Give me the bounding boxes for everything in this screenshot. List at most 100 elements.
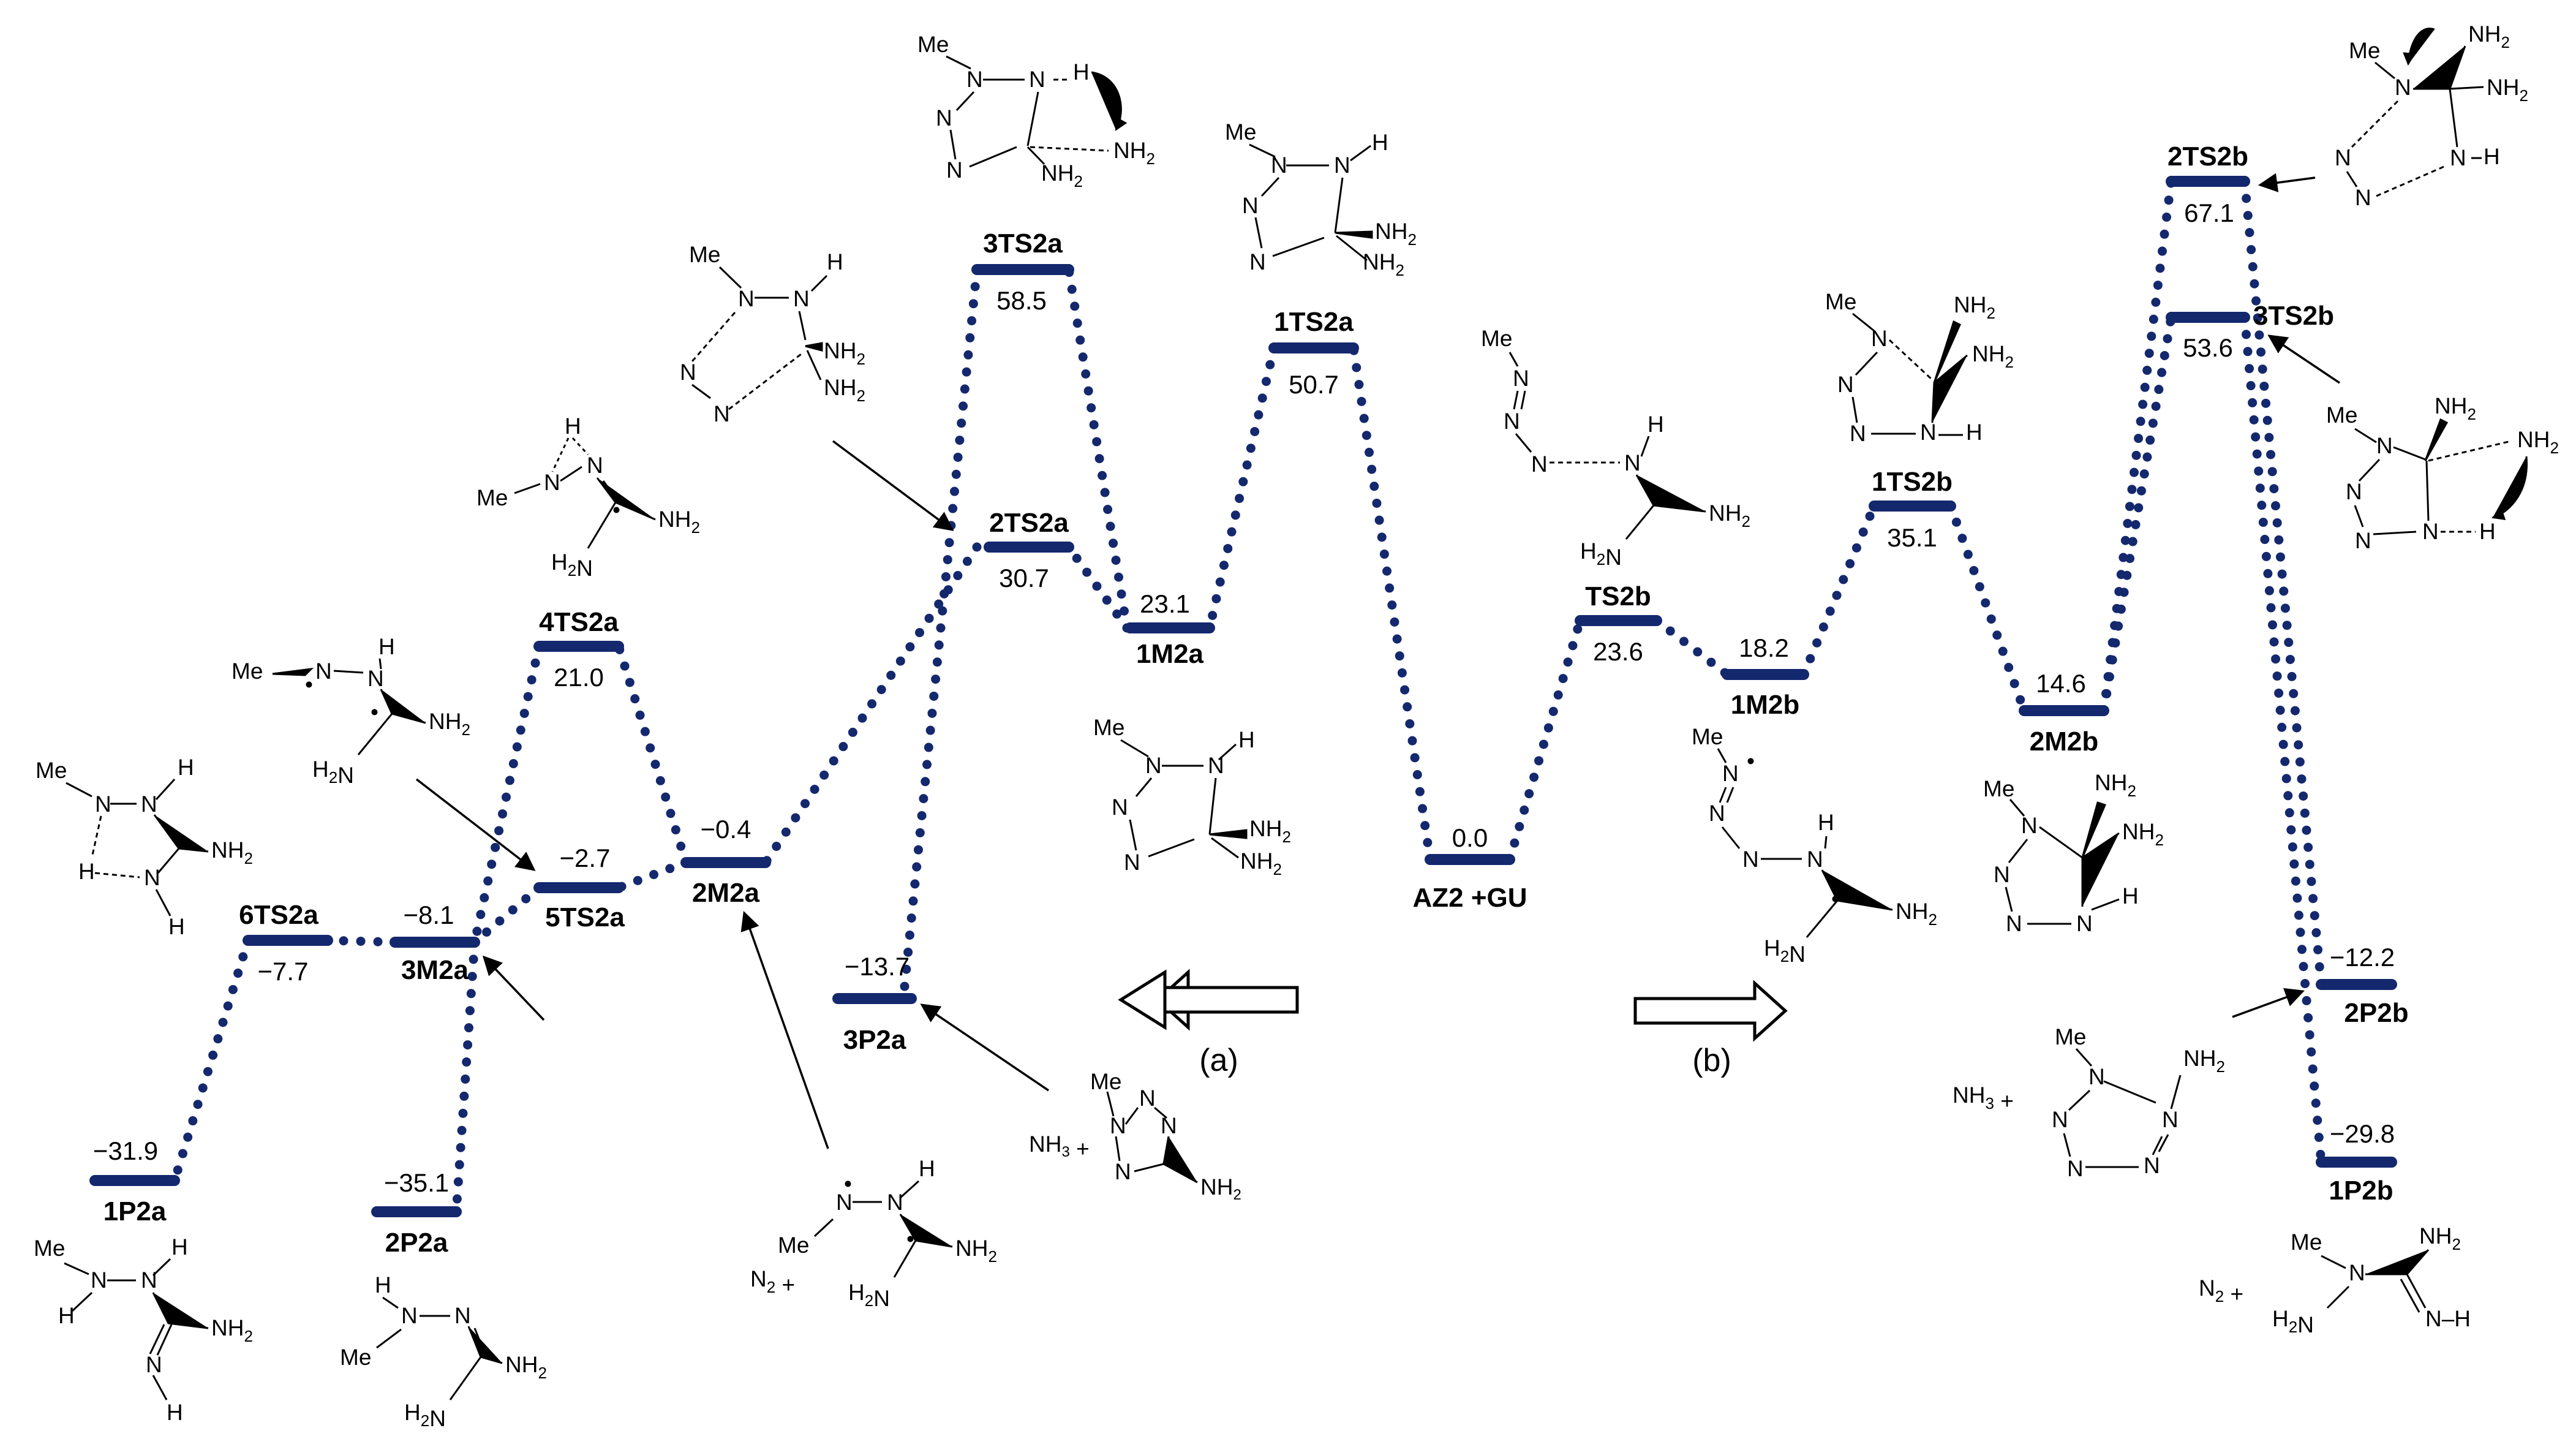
pointer-to-2p2b: [2232, 988, 2305, 1018]
pathway-b-arrow: [1633, 980, 1788, 1042]
structure-1p2a: Me N N H H NH2 N H: [34, 1234, 253, 1425]
energy-az2: 0.0: [1452, 823, 1488, 852]
svg-text:N: N: [738, 286, 755, 311]
state-name-3ts2b: 3TS2b: [2253, 301, 2334, 331]
svg-text:N: N: [2076, 911, 2093, 936]
svg-text:H: H: [1818, 810, 1834, 835]
svg-text:H: H: [378, 634, 395, 659]
connector-3ts2a-3p2a: [898, 265, 982, 1003]
svg-text:NH2: NH2: [2183, 1046, 2225, 1076]
svg-text:N: N: [680, 360, 696, 385]
state-name-az2: AZ2 +GU: [1412, 883, 1527, 913]
svg-text:Me: Me: [2291, 1230, 2322, 1255]
svg-text:H: H: [565, 414, 581, 439]
connector-1m2a-3ts2a: [1064, 265, 1132, 633]
energy-1p2b: −29.8: [2330, 1119, 2395, 1148]
connector-az2-ts2b: [1505, 616, 1585, 864]
svg-text:N: N: [1124, 850, 1140, 875]
svg-text:Me: Me: [1481, 326, 1512, 351]
svg-text:N: N: [1334, 153, 1350, 178]
svg-text:NH2: NH2: [1240, 848, 1282, 878]
svg-text:Me: Me: [2349, 38, 2380, 63]
svg-text:NH2: NH2: [2122, 819, 2164, 849]
svg-text:N: N: [1850, 421, 1866, 446]
svg-text:NH2: NH2: [1113, 138, 1155, 168]
connector-6ts2a-1p2a: [170, 935, 253, 1185]
svg-text:N: N: [2006, 911, 2022, 936]
svg-text:NH2: NH2: [1041, 161, 1083, 191]
state-name-3m2a: 3M2a: [401, 955, 469, 985]
reaction-path-connectors: [170, 176, 2326, 1217]
structure-6ts2a: Me N N H H N H NH2: [36, 755, 253, 939]
energy-2m2b: 14.6: [2036, 669, 2086, 698]
state-name-1p2b: 1P2b: [2329, 1176, 2393, 1206]
svg-text:H: H: [171, 1234, 188, 1260]
pathway-a-label: (a): [1199, 1043, 1238, 1078]
svg-text:H: H: [178, 755, 194, 780]
svg-text:N: N: [2355, 185, 2371, 210]
svg-text:N: N: [2422, 519, 2439, 544]
svg-text:N: N: [1994, 862, 2010, 887]
structure-1ts2b: Me N N N N H NH2 NH2: [1825, 289, 2014, 446]
svg-text:H2N: H2N: [848, 1280, 890, 1311]
svg-text:N: N: [2355, 528, 2371, 553]
structure-2ts2b: Me N NH2 NH2 N N N H: [2335, 21, 2528, 210]
svg-text:N: N: [2346, 479, 2362, 504]
pointer-to-3m2a: [482, 955, 545, 1021]
energy-2ts2b: 67.1: [2184, 198, 2234, 227]
svg-text:N: N: [2088, 1064, 2105, 1089]
svg-text:N: N: [1807, 847, 1823, 872]
state-name-1m2a: 1M2a: [1136, 639, 1204, 669]
state-name-ts2b: TS2b: [1585, 581, 1651, 611]
state-name-2p2a: 2P2a: [385, 1228, 448, 1258]
svg-text:H2N: H2N: [312, 757, 354, 788]
energy-3m2a: −8.1: [404, 901, 454, 929]
connector-1m2a-2ts2a: [1064, 542, 1132, 633]
svg-text:N: N: [936, 105, 952, 130]
energy-3ts2b: 53.6: [2183, 333, 2233, 362]
state-name-3p2a: 3P2a: [843, 1025, 906, 1055]
svg-text:N: N: [1504, 409, 1520, 434]
pointer-to-5ts2a: [415, 778, 536, 871]
energy-1p2a: −31.9: [93, 1136, 158, 1165]
structure-1ts2a: Me N N H N N NH2 NH2: [1225, 119, 1417, 279]
structure-5ts2a: Me N H N NH2 H2N • •: [232, 634, 470, 788]
state-name-6ts2a: 6TS2a: [239, 900, 318, 930]
svg-text:NH2: NH2: [824, 375, 865, 405]
svg-text:N: N: [1242, 193, 1259, 218]
svg-text:Me: Me: [34, 1236, 65, 1261]
state-name-1p2a: 1P2a: [104, 1196, 167, 1226]
energy-6ts2a: −7.7: [258, 957, 309, 986]
svg-text:N: N: [367, 666, 384, 691]
svg-text:NH2: NH2: [2095, 770, 2136, 800]
connector-3m2a-6ts2a: [323, 935, 400, 947]
svg-text:N: N: [2349, 1260, 2365, 1285]
svg-text:N: N: [887, 1190, 903, 1215]
state-name-1ts2b: 1TS2b: [1872, 467, 1953, 497]
state-name-1ts2a: 1TS2a: [1274, 307, 1354, 337]
connector-3m2a-2p2a: [451, 937, 480, 1217]
energy-1m2a: 23.1: [1140, 589, 1190, 618]
svg-text:N: N: [2450, 145, 2466, 170]
svg-text:NH2: NH2: [658, 507, 700, 537]
connector-1ts2b-2m2b: [1946, 501, 2029, 716]
svg-text:N: N: [95, 792, 111, 817]
energy-1ts2b: 35.1: [1887, 523, 1937, 552]
svg-text:N: N: [2335, 145, 2351, 170]
svg-text:NH3 +: NH3 +: [1953, 1082, 2014, 1114]
svg-text:Me: Me: [917, 32, 949, 57]
svg-text:NH2: NH2: [1363, 249, 1404, 279]
connector-az2-1ts2a: [1349, 343, 1435, 864]
structure-3ts2b: Me N NH2 NH2 N N N H: [2326, 393, 2559, 553]
svg-text:N: N: [1742, 847, 1759, 872]
svg-text:N: N: [2052, 1107, 2068, 1132]
svg-text:H: H: [78, 859, 95, 884]
svg-text:H2N: H2N: [1580, 538, 1622, 570]
state-name-5ts2a: 5TS2a: [545, 902, 625, 932]
structure-2p2b: NH3 + Me N N N N N NH2: [1953, 1024, 2225, 1181]
structure-2m2a: • N N H Me NH2 H2N • N2 +: [750, 1156, 997, 1311]
svg-text:H: H: [58, 1303, 75, 1328]
svg-text:N2 +: N2 +: [2199, 1275, 2243, 1307]
svg-text:N: N: [1531, 451, 1548, 477]
svg-text:N: N: [2144, 1153, 2160, 1178]
